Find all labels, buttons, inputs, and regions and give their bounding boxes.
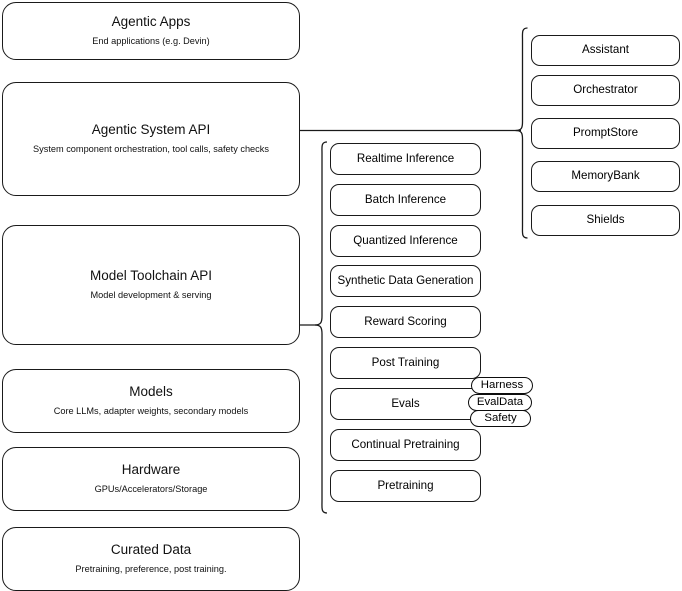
component-label: Quantized Inference	[353, 233, 458, 247]
component-box-batch-inference[interactable]: Batch Inference	[330, 184, 481, 216]
component-box-evals[interactable]: Evals	[330, 388, 481, 420]
component-label: Pretraining	[377, 478, 434, 492]
layer-box-agentic-system-api[interactable]: Agentic System API System component orch…	[2, 82, 300, 196]
component-box-assistant[interactable]: Assistant	[531, 35, 680, 66]
component-label: Orchestrator	[573, 83, 638, 97]
layer-box-models[interactable]: Models Core LLMs, adapter weights, secon…	[2, 369, 300, 433]
layer-box-agentic-apps[interactable]: Agentic Apps End applications (e.g. Devi…	[2, 2, 300, 60]
component-box-quantized-inference[interactable]: Quantized Inference	[330, 225, 481, 257]
component-label: Evals	[391, 396, 420, 410]
layer-box-model-toolchain-api[interactable]: Model Toolchain API Model development & …	[2, 225, 300, 345]
component-box-continual-pretraining[interactable]: Continual Pretraining	[330, 429, 481, 461]
eval-tag-label: EvalData	[476, 395, 524, 408]
component-box-memorybank[interactable]: MemoryBank	[531, 161, 680, 192]
layer-subtitle: Core LLMs, adapter weights, secondary mo…	[53, 406, 249, 417]
component-label: Post Training	[371, 355, 440, 369]
component-label: Reward Scoring	[364, 314, 447, 328]
eval-tag-label: Safety	[484, 411, 517, 424]
component-box-orchestrator[interactable]: Orchestrator	[531, 75, 680, 106]
layer-box-hardware[interactable]: Hardware GPUs/Accelerators/Storage	[2, 447, 300, 511]
layer-title: Agentic Apps	[111, 14, 191, 30]
component-label: Batch Inference	[364, 192, 447, 206]
component-label: Continual Pretraining	[351, 437, 460, 451]
eval-tag-evaldata[interactable]: EvalData	[468, 394, 532, 411]
layer-title: Curated Data	[110, 542, 192, 558]
component-label: PromptStore	[572, 126, 639, 140]
layer-title: Agentic System API	[91, 122, 211, 138]
component-label: Synthetic Data Generation	[337, 273, 474, 287]
layer-title: Model Toolchain API	[89, 268, 213, 284]
component-label: MemoryBank	[571, 169, 640, 183]
component-box-post-training[interactable]: Post Training	[330, 347, 481, 379]
layer-box-curated-data[interactable]: Curated Data Pretraining, preference, po…	[2, 527, 300, 591]
layer-subtitle: GPUs/Accelerators/Storage	[94, 484, 208, 495]
layer-title: Models	[129, 384, 173, 400]
component-box-reward-scoring[interactable]: Reward Scoring	[330, 306, 481, 338]
eval-tag-harness[interactable]: Harness	[471, 377, 533, 394]
layer-subtitle: System component orchestration, tool cal…	[33, 144, 269, 155]
brace-toolchain-components	[314, 141, 328, 514]
component-box-shields[interactable]: Shields	[531, 205, 680, 236]
layer-subtitle: Model development & serving	[90, 290, 212, 301]
layer-title: Hardware	[121, 462, 181, 478]
brace-system-components	[515, 27, 528, 239]
layer-subtitle: End applications (e.g. Devin)	[92, 36, 210, 47]
eval-tag-safety[interactable]: Safety	[470, 410, 531, 427]
component-box-pretraining[interactable]: Pretraining	[330, 470, 481, 502]
component-box-promptstore[interactable]: PromptStore	[531, 118, 680, 149]
component-label: Shields	[586, 213, 625, 227]
eval-tag-label: Harness	[480, 378, 524, 391]
component-label: Assistant	[581, 43, 630, 57]
layer-subtitle: Pretraining, preference, post training.	[75, 564, 227, 575]
component-label: Realtime Inference	[356, 151, 455, 165]
component-box-realtime-inference[interactable]: Realtime Inference	[330, 143, 481, 175]
component-box-synthetic-data-generation[interactable]: Synthetic Data Generation	[330, 265, 481, 297]
